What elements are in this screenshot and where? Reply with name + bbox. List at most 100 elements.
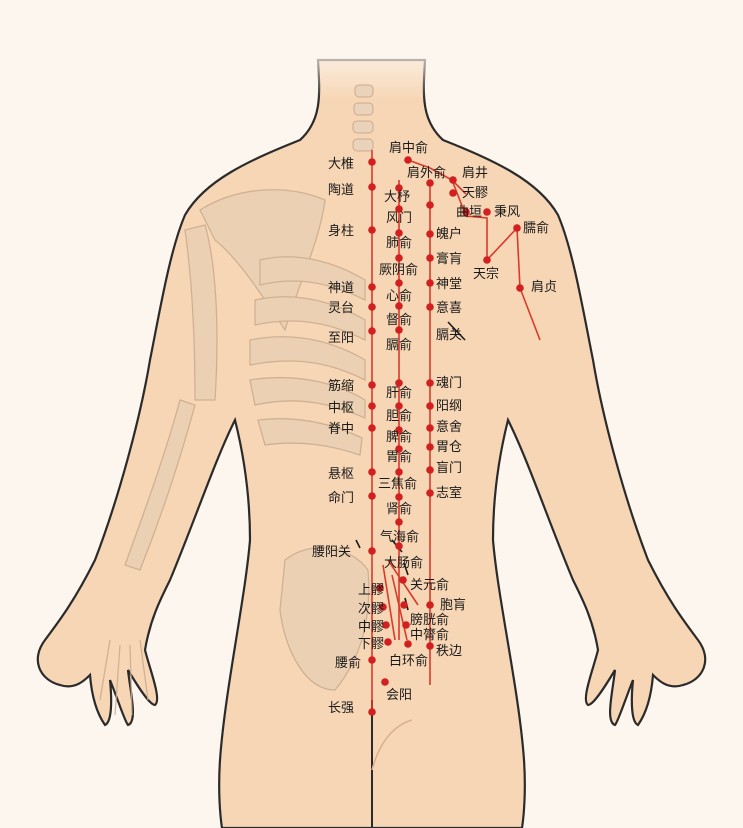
label-gaohuang: 膏肓: [436, 251, 462, 267]
dushu-point: [395, 302, 403, 310]
naoshu-point: [513, 224, 521, 232]
lingtai-point: [368, 303, 376, 311]
label-shenshu: 肾俞: [386, 501, 412, 517]
jianzhongshu-point: [404, 156, 412, 164]
jinsuo-point: [368, 381, 376, 389]
sanjiaoshu-point: [395, 468, 403, 476]
head-fade: [290, 40, 460, 100]
xialiao-point: [384, 638, 392, 646]
label-shentang: 神堂: [436, 277, 462, 292]
label-bingfeng: 秉风: [494, 204, 520, 220]
weicang-point: [426, 443, 434, 451]
label-huiyang: 会阳: [386, 688, 412, 703]
zhishi-point: [426, 489, 434, 497]
label-zhonglushu: 中膂俞: [410, 627, 449, 643]
skeleton-overlay: [99, 189, 370, 716]
jueyinshu-point: [395, 254, 403, 262]
zhonglushu-point: [402, 621, 410, 629]
tianzong-point: [483, 256, 491, 264]
label-dazhui: 大椎: [328, 157, 354, 172]
label-geguan: 膈关: [436, 328, 462, 343]
label-taodao: 陶道: [328, 182, 354, 198]
yixi-point: [426, 279, 434, 287]
label-pishu: 脾俞: [386, 429, 412, 445]
label-baohuang: 胞肓: [440, 597, 466, 613]
label-jizhong: 脊中: [328, 422, 354, 437]
label-huangmen: 盲门: [436, 460, 462, 476]
label-weicang: 胃仓: [436, 440, 462, 455]
humerus: [184, 224, 218, 401]
label-dachangshu: 大肠俞: [384, 555, 423, 571]
ciliao-point: [379, 603, 387, 611]
label-qihaishu: 气海俞: [380, 529, 419, 545]
fengmen-point: [395, 205, 403, 213]
xinshu-point: [395, 279, 403, 287]
label-shangliao: 上髎: [358, 583, 384, 598]
guanyuanshu-point: [399, 576, 407, 584]
ganshu-point: [395, 379, 403, 387]
label-jianwaishu: 肩外俞: [407, 165, 446, 181]
label-quyuan: 曲垣: [456, 205, 482, 220]
jianjing-point: [449, 176, 457, 184]
acupoint-dots: [368, 156, 524, 716]
label-jianzhen: 肩贞: [531, 279, 557, 295]
label-changqiang: 长强: [328, 701, 354, 716]
yaoyangguan-point: [368, 547, 376, 555]
label-weishu: 胃俞: [386, 449, 412, 465]
label-tianzong: 天宗: [473, 266, 499, 282]
label-xinshu: 心俞: [386, 288, 412, 304]
gaohuang-point: [426, 230, 434, 238]
label-zhongliao: 中髎: [358, 620, 384, 635]
label-jianjing: 肩井: [462, 165, 488, 181]
label-geshu: 膈俞: [386, 337, 412, 353]
huangmen-point: [426, 466, 434, 474]
label-yaoshu: 腰俞: [335, 655, 361, 671]
huiyang-point: [381, 678, 389, 686]
yaoshu-point: [368, 656, 376, 664]
label-xialiao: 下髎: [358, 637, 384, 652]
label-jinsuo: 筋缩: [328, 378, 354, 394]
pelvis: [279, 547, 370, 691]
shentang-point: [426, 254, 434, 262]
forearm-bones: [124, 399, 196, 571]
shenshu-point: [395, 493, 403, 501]
baihuanshu-point: [404, 640, 412, 648]
pangguangshu-point: [400, 601, 408, 609]
label-lingtai: 灵台: [328, 301, 354, 316]
label-yishe: 意舍: [436, 419, 462, 435]
label-zhibian: 秩边: [436, 644, 462, 659]
dazhu-point: [395, 184, 403, 192]
hand-bones: [99, 639, 149, 716]
qihaishu-point: [395, 518, 403, 526]
hunmen-point: [426, 379, 434, 387]
label-ciliao: 次髎: [358, 601, 384, 617]
label-ganshu: 肝俞: [386, 385, 412, 401]
geguan-point: [426, 303, 434, 311]
mingmen-point: [368, 492, 376, 500]
acupoint-labels: 肩中俞 大椎 肩外俞 肩井 陶道 大杼 天髎 曲垣 秉风 风门 臑俞 身柱 魄户…: [312, 140, 557, 716]
danshu-point: [395, 402, 403, 410]
zhongshu-point: [368, 402, 376, 410]
label-pohu: 魄户: [436, 226, 462, 242]
label-guanyuanshu: 关元俞: [410, 577, 449, 593]
label-yanggang: 阳纲: [436, 399, 462, 414]
label-danshu: 胆俞: [386, 408, 412, 424]
label-shenzhu: 身柱: [328, 223, 354, 239]
geshu-point: [395, 326, 403, 334]
vertebrae: [352, 84, 374, 152]
jianwaishu-point: [426, 179, 434, 187]
zhiyang-point: [368, 327, 376, 335]
tianliao-point: [449, 189, 457, 197]
pishu-point: [395, 426, 403, 434]
yanggang-point: [426, 402, 434, 410]
rib-cage: [249, 256, 366, 456]
baohuang-point: [426, 601, 434, 609]
label-jueyinshu: 厥阴俞: [379, 262, 418, 278]
jizhong-point: [368, 424, 376, 432]
label-shendao: 神道: [328, 281, 354, 296]
dazhui-point: [368, 158, 376, 166]
label-pangguangshu: 膀胱俞: [410, 612, 449, 628]
zhongliao-point: [382, 621, 390, 629]
